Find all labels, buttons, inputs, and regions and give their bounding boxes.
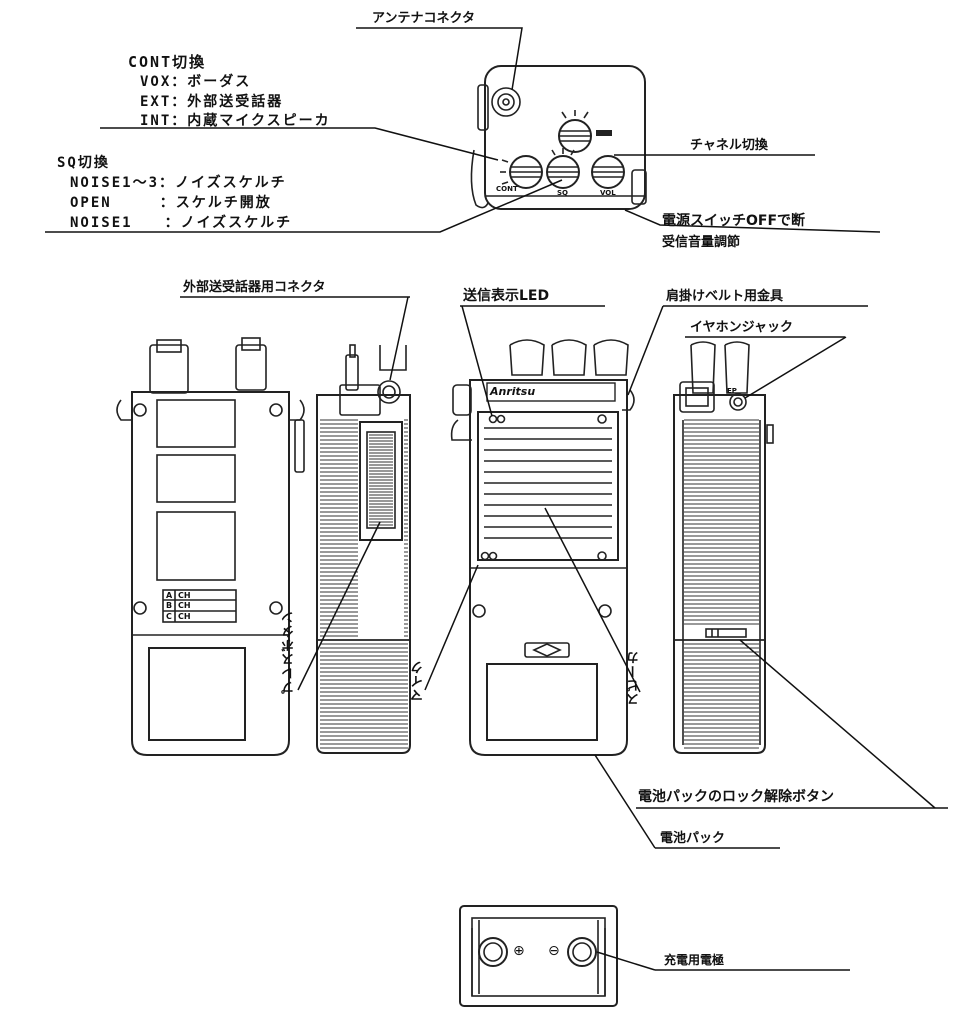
battery-lock-release-button xyxy=(705,628,747,638)
label-sq-title: SQ切換 xyxy=(57,155,110,171)
press-button xyxy=(359,421,403,541)
label-volume: 受信音量調節 xyxy=(662,235,741,250)
speaker-grille xyxy=(477,411,619,561)
mark-ep: EP xyxy=(727,387,737,395)
label-battery-lock-release: 電池パックのロック解除ボタン xyxy=(638,789,834,805)
right-side-view xyxy=(673,341,774,754)
mark-brand: Anritsu xyxy=(490,385,536,398)
ch-row-a: A xyxy=(166,591,173,600)
label-cont-title: CONT切換 xyxy=(128,53,207,71)
label-cont-vox: VOX：ボーダス xyxy=(140,74,252,90)
mark-cont: CONT xyxy=(496,185,518,193)
label-tx-led: 送信表示LED xyxy=(463,288,550,304)
front-view xyxy=(116,337,305,756)
label-sq-noise1: NOISE1 ：ノイズスケルチ xyxy=(70,215,293,231)
ptt-side-view xyxy=(316,344,411,754)
channel-knob xyxy=(558,110,612,153)
label-antenna-connector: アンテナコネクタ xyxy=(372,11,475,26)
label-cont-ext: EXT：外部送受話器 xyxy=(140,94,284,110)
tx-led xyxy=(488,414,498,424)
bottom-view xyxy=(459,905,618,1007)
ch-row-b: B xyxy=(166,601,173,610)
rear-view xyxy=(450,339,635,756)
front-panel-3 xyxy=(156,511,236,581)
ch-label-a: CH xyxy=(178,591,191,600)
ch-label-c: CH xyxy=(178,612,191,621)
plus-terminal-mark: ⊕ xyxy=(513,943,525,959)
label-press-button: プレスボタン xyxy=(282,610,297,694)
leader-lines xyxy=(45,27,948,971)
label-belt-fitting: 肩掛けベルト用金具 xyxy=(666,289,784,304)
top-panel-view xyxy=(470,65,647,210)
label-ext-connector: 外部送受話器用コネクタ xyxy=(183,280,326,295)
ext-connector-knob xyxy=(377,380,401,404)
label-speaker: スピーカ xyxy=(627,650,642,706)
mark-sq: SQ xyxy=(557,189,568,197)
label-power-switch: 電源スイッチOFFで断 xyxy=(662,213,806,229)
label-charge-terminal: 充電用電極 xyxy=(664,953,725,967)
cont-knob xyxy=(500,155,543,189)
front-panel-2 xyxy=(156,454,236,503)
minus-terminal-mark: ⊖ xyxy=(548,943,560,959)
label-mic: マイク xyxy=(411,660,426,702)
battery-panel-front xyxy=(148,647,246,741)
vol-knob xyxy=(591,155,625,189)
battery-panel-rear xyxy=(486,663,598,741)
label-sq-open: OPEN ：スケルチ開放 xyxy=(70,195,272,211)
label-earphone-jack: イヤホンジャック xyxy=(690,320,793,335)
front-panel-1 xyxy=(156,399,236,448)
earphone-jack-drawing xyxy=(729,393,747,411)
charge-terminal-left xyxy=(478,937,508,967)
label-cont-int: INT：内蔵マイクスピーカ xyxy=(140,113,331,129)
sq-knob xyxy=(546,148,580,189)
mark-vol: VOL xyxy=(600,189,616,197)
charge-terminal-right xyxy=(567,937,597,967)
label-battery-pack: 電池パック xyxy=(660,831,726,846)
antenna-connector-top xyxy=(491,87,521,117)
channel-table xyxy=(162,589,237,623)
ch-row-c: C xyxy=(166,612,172,621)
ch-label-b: CH xyxy=(178,601,191,610)
label-channel-switch: チャネル切換 xyxy=(690,138,768,153)
label-sq-noise13: NOISE1～3：ノイズスケルチ xyxy=(70,175,287,191)
